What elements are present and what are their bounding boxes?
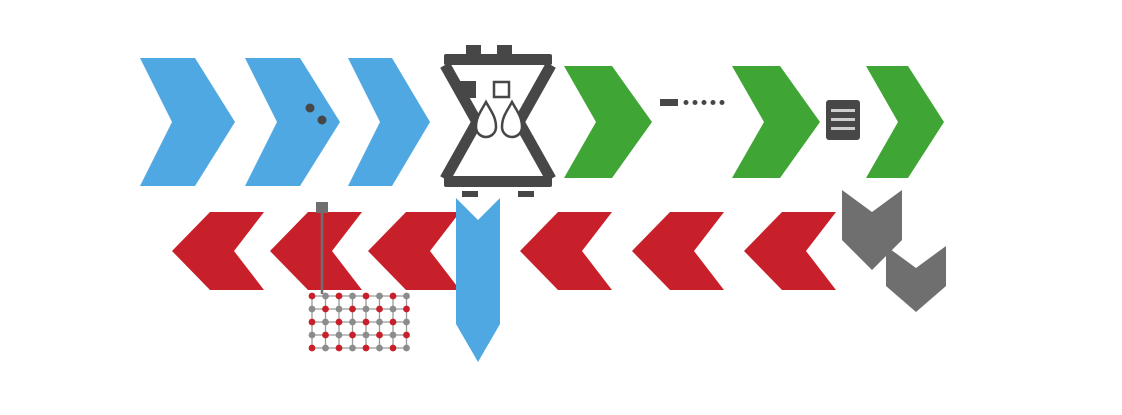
lattice-atom: [322, 292, 329, 300]
lattice-atom: [376, 318, 383, 326]
apparatus-bottom-bar: [444, 176, 552, 187]
lattice-atom: [349, 344, 356, 352]
lattice-atom: [362, 292, 370, 300]
lattice-atom: [362, 318, 370, 326]
lattice-atom: [362, 344, 370, 352]
dot-mark: [692, 100, 698, 105]
lattice-atom: [403, 292, 410, 300]
lattice-atom: [362, 305, 370, 313]
lattice-atom: [335, 331, 343, 339]
apparatus-foot-icon: [462, 191, 478, 197]
lattice-atom: [349, 305, 356, 313]
apparatus-right-leg: [512, 62, 556, 182]
lattice-atom: [389, 344, 397, 352]
blue-flow-arrow-1: [140, 58, 235, 186]
apparatus-foot-icon: [518, 191, 534, 197]
red-flow-arrow-5: [270, 212, 362, 290]
green-flow-arrow-2: [732, 66, 820, 178]
lattice-atom: [389, 292, 397, 300]
dash-mark: [660, 99, 678, 106]
dot-mark: [719, 100, 725, 105]
lattice-atom: [403, 305, 410, 313]
lattice-atom: [322, 344, 329, 352]
red-flow-arrow-1: [744, 212, 836, 290]
lattice-atom: [335, 305, 343, 313]
molecule-dots-icon: [317, 115, 327, 125]
apparatus-icon: [440, 45, 556, 197]
red-flow-arrow-2: [632, 212, 724, 290]
apparatus-filled-square-icon: [459, 81, 476, 98]
lattice-atom: [308, 344, 316, 352]
dash-dot-icon: [660, 99, 725, 106]
red-flow-arrow-3: [520, 212, 612, 290]
lattice-atom: [335, 292, 343, 300]
lattice-atom: [322, 318, 329, 326]
lattice-atom: [322, 331, 329, 339]
lattice-atom: [349, 318, 356, 326]
crystal-lattice-icon: [308, 292, 410, 352]
data-box-line: [831, 109, 855, 112]
lattice-atom: [403, 318, 410, 326]
dot-mark: [701, 100, 707, 105]
blue-flow-arrow-2: [245, 58, 340, 186]
dot-mark: [683, 100, 689, 105]
red-flow-arrow-6: [172, 212, 264, 290]
data-box-icon: [826, 100, 860, 140]
lattice-atom: [376, 292, 383, 300]
dot-mark: [710, 100, 716, 105]
lattice-atom: [322, 305, 329, 313]
gray-down-connector-icon: [886, 246, 946, 312]
lattice-atom: [403, 344, 410, 352]
lattice-atom: [376, 331, 383, 339]
apparatus-top-knob-icon: [497, 45, 512, 54]
lattice-atom: [362, 331, 370, 339]
lattice-atom: [335, 344, 343, 352]
lattice-atom: [403, 331, 410, 339]
green-flow-arrow-1: [564, 66, 652, 178]
green-flow-arrow-3: [866, 66, 944, 178]
red-flow-arrow-4: [368, 212, 460, 290]
lattice-atom: [389, 331, 397, 339]
lattice-atom: [308, 318, 316, 326]
lattice-atom: [335, 318, 343, 326]
blue-flow-arrow-3: [348, 58, 430, 186]
blue-down-arrow: [456, 198, 500, 362]
data-box-line: [831, 118, 855, 121]
lattice-connector-square-icon: [316, 202, 328, 213]
lattice-atom: [389, 318, 397, 326]
lattice-atom: [308, 292, 316, 300]
lattice-atom: [308, 331, 316, 339]
lattice-atom: [376, 344, 383, 352]
lattice-atom: [376, 305, 383, 313]
molecule-dots-icon: [305, 103, 315, 113]
lattice-atom: [349, 292, 356, 300]
apparatus-top-knob-icon: [466, 45, 481, 54]
data-box-line: [831, 127, 855, 130]
apparatus-outline-square-icon: [492, 80, 511, 99]
droplet-left-icon: [474, 99, 498, 139]
lattice-atom: [308, 305, 316, 313]
apparatus-top-bar: [444, 54, 552, 65]
droplet-right-icon: [500, 99, 524, 139]
lattice-atom: [389, 305, 397, 313]
lattice-atom: [349, 331, 356, 339]
